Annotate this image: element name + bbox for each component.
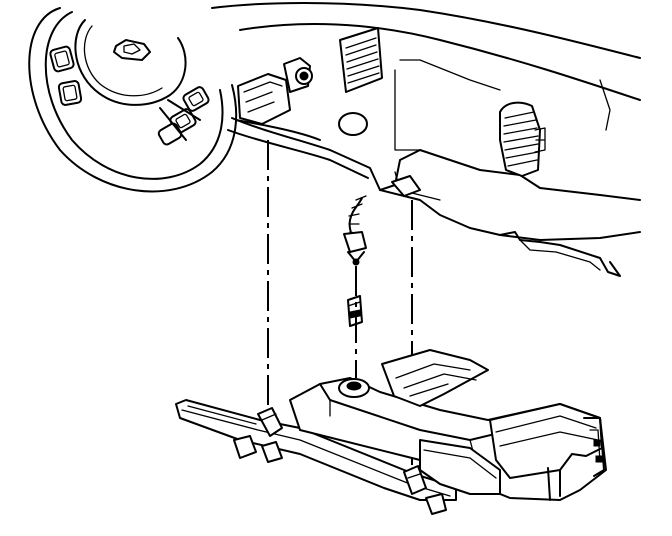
right-vent <box>499 101 541 177</box>
lamp-opening <box>338 112 368 136</box>
front-clip <box>403 465 427 495</box>
knee-bolster-panel <box>175 349 607 515</box>
left-clip <box>257 407 283 437</box>
column-switch <box>237 57 313 125</box>
wiring-harness <box>343 195 367 266</box>
courtesy-lamp-socket <box>347 295 363 327</box>
steering-wheel <box>28 7 238 193</box>
instrument-panel <box>211 2 641 277</box>
dash-clip <box>391 175 421 197</box>
left-center-vent <box>339 27 383 93</box>
